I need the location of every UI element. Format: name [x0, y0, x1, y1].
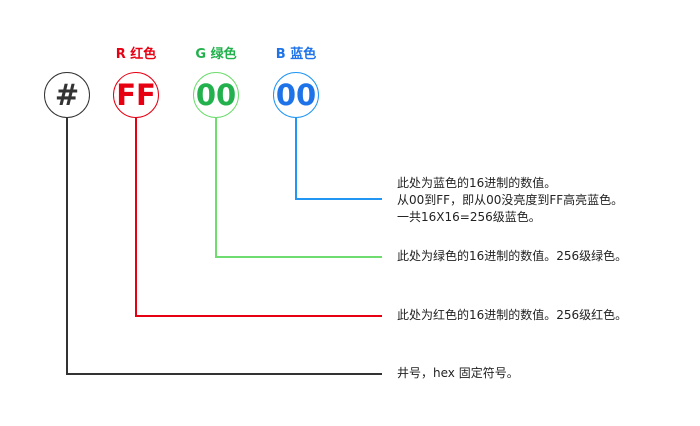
red-channel-label: R 红色: [115, 47, 157, 62]
green-description-line-1: 此处为绿色的16进制的数值。256级绿色。: [397, 249, 628, 263]
green-value-circle: 00: [193, 72, 239, 118]
green-description: 此处为绿色的16进制的数值。256级绿色。: [397, 248, 627, 265]
blue-description-line-2: 从00到FF，即从00没亮度到FF高亮蓝色。: [397, 193, 624, 207]
green-channel-label: G 绿色: [195, 47, 237, 62]
hash-symbol: #: [54, 78, 80, 112]
green-hex-value: 00: [195, 78, 237, 112]
red-description-line-1: 此处为红色的16进制的数值。256级红色。: [397, 308, 628, 322]
blue-connector-line: [295, 118, 382, 200]
blue-hex-value: 00: [275, 78, 317, 112]
blue-description-line-1: 此处为蓝色的16进制的数值。: [397, 176, 557, 190]
red-description: 此处为红色的16进制的数值。256级红色。: [397, 307, 627, 324]
hash-description-line-1: 井号，hex 固定符号。: [397, 366, 519, 380]
hash-description: 井号，hex 固定符号。: [397, 365, 519, 382]
blue-description: 此处为蓝色的16进制的数值。 从00到FF，即从00没亮度到FF高亮蓝色。 一共…: [397, 175, 623, 226]
blue-description-line-3: 一共16X16=256级蓝色。: [397, 210, 541, 224]
red-hex-value: FF: [116, 78, 156, 112]
blue-value-circle: 00: [273, 72, 319, 118]
hash-circle: #: [44, 72, 90, 118]
red-connector-line: [135, 118, 382, 317]
red-value-circle: FF: [113, 72, 159, 118]
green-connector-line: [215, 118, 382, 258]
hash-connector-line: [66, 118, 382, 375]
blue-channel-label: B 蓝色: [275, 47, 317, 62]
